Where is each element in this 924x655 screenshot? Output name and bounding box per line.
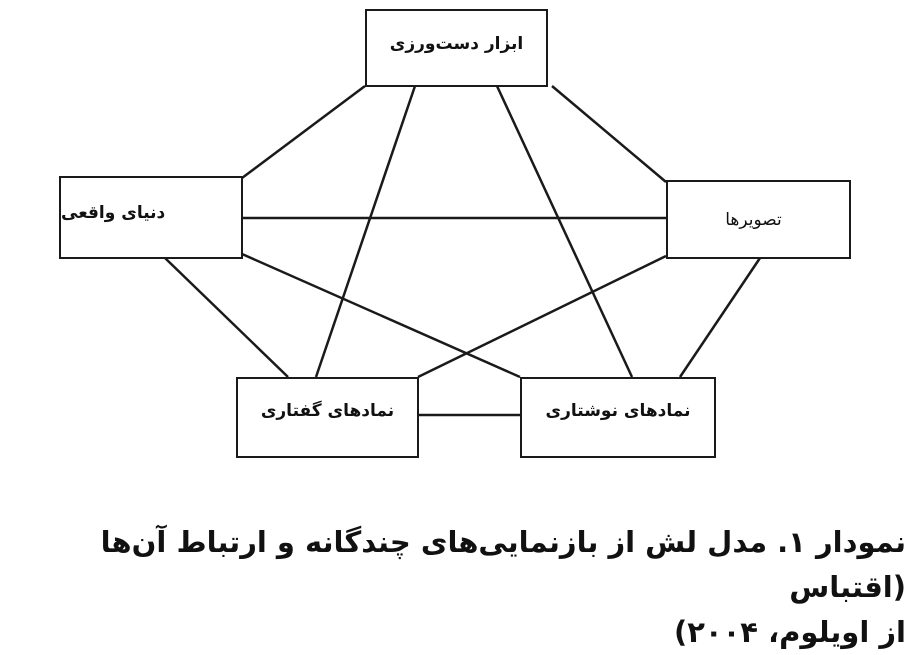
caption-line-1: نمودار ۱. مدل لش از بازنمایی‌های چندگانه… [100,525,906,604]
node-label: نمادهای نوشتاری [545,400,691,421]
figure-caption: نمودار ۱. مدل لش از بازنمایی‌های چندگانه… [6,520,906,655]
edge-pictures-written-symbols [678,257,762,378]
node-real-world: دنیای واقعی [59,176,243,259]
edge-real-world-spoken-symbols [164,257,289,378]
node-label: دنیای واقعی [61,202,166,223]
node-written-symbols: نمادهای نوشتاری [520,377,716,458]
edge-manipulatives-spoken-symbols [314,85,417,378]
node-label: ابزار دست‌ورزی [389,34,524,54]
node-label: تصویرها [725,209,782,230]
diagram-edges [164,84,762,417]
edge-real-world-written-symbols [241,252,521,379]
node-spoken-symbols: نمادهای گفتاری [236,377,419,458]
node-pictures: تصویرها [666,180,851,259]
edge-manipulatives-real-world [241,84,366,180]
node-manipulatives: ابزار دست‌ورزی [365,9,548,87]
edge-manipulatives-written-symbols [495,85,634,378]
edge-manipulatives-pictures [551,85,667,183]
caption-line-2: از اویلوم، ۲۰۰۴) [673,615,906,649]
node-label: نمادهای گفتاری [260,400,395,421]
edge-pictures-spoken-symbols [417,254,667,379]
